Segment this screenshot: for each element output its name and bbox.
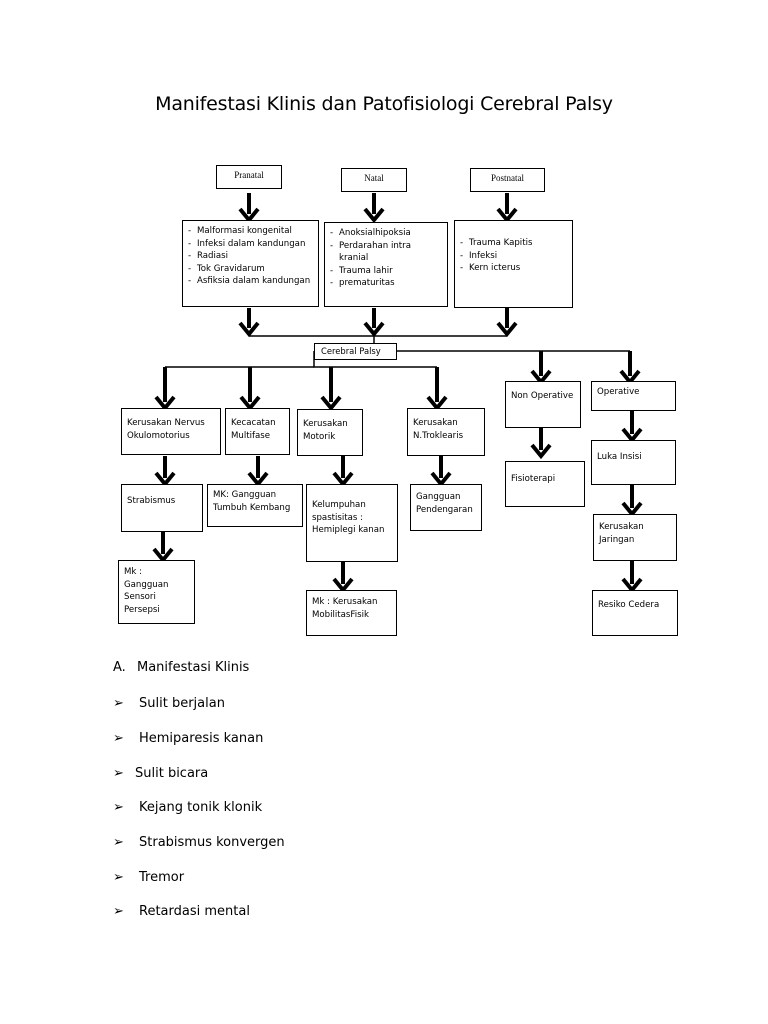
list-item: ➢Strabismus konvergen bbox=[113, 835, 285, 850]
pranatal-causes-box: Malformasi kongenitalInfeksi dalam kandu… bbox=[182, 220, 319, 307]
natal-box: Natal bbox=[341, 168, 407, 192]
list-item: ➢Hemiparesis kanan bbox=[113, 731, 264, 746]
page-title: Manifestasi Klinis dan Patofisiologi Cer… bbox=[155, 93, 613, 115]
mk-tumbuh-box: MK: Gangguan Tumbuh Kembang bbox=[207, 484, 303, 527]
section-heading-text: Manifestasi Klinis bbox=[137, 660, 250, 675]
cause-item: Asfiksia dalam kandungan bbox=[188, 275, 313, 288]
manifestasi-heading: A. Manifestasi Klinis bbox=[113, 660, 249, 675]
arrow-bullet-icon: ➢ bbox=[113, 904, 124, 919]
list-item: ➢Kejang tonik klonik bbox=[113, 800, 263, 815]
mk-sensori-box: Mk : Gangguan Sensori Persepsi bbox=[118, 560, 195, 624]
natal-causes-list: AnoksialhipoksiaPerdarahan intra kranial… bbox=[330, 227, 442, 290]
arrow-bullet-icon: ➢ bbox=[113, 696, 124, 711]
kerusakan-troklearis-box: Kerusakan N.Troklearis bbox=[407, 408, 485, 456]
cause-item: Tok Gravidarum bbox=[188, 263, 313, 276]
kerusakan-motorik-box: Kerusakan Motorik bbox=[297, 409, 363, 456]
cause-item: Trauma lahir bbox=[330, 265, 442, 278]
cause-item: Anoksialhipoksia bbox=[330, 227, 442, 240]
section-marker: A. bbox=[113, 660, 126, 675]
kelumpuhan-box: Kelumpuhan spastisitas : Hemiplegi kanan bbox=[306, 484, 398, 562]
arrow-bullet-icon: ➢ bbox=[113, 835, 124, 850]
flowchart-connectors bbox=[152, 193, 643, 594]
cause-item: Perdarahan intra kranial bbox=[330, 240, 442, 265]
arrow-bullet-icon: ➢ bbox=[113, 800, 124, 815]
fisioterapi-box: Fisioterapi bbox=[505, 461, 585, 507]
kecacatan-box: Kecacatan Multifase bbox=[225, 408, 290, 455]
pranatal-box: Pranatal bbox=[216, 165, 282, 189]
cause-item: Radiasi bbox=[188, 250, 313, 263]
postnatal-causes-box: Trauma KapitisInfeksiKern icterus bbox=[454, 220, 573, 308]
resiko-cedera-box: Resiko Cedera bbox=[592, 590, 678, 636]
cause-item: Kern icterus bbox=[460, 262, 567, 275]
natal-causes-box: AnoksialhipoksiaPerdarahan intra kranial… bbox=[324, 222, 448, 307]
arrow-bullet-icon: ➢ bbox=[113, 731, 124, 746]
cause-item: Malformasi kongenital bbox=[188, 225, 313, 238]
luka-insisi-box: Luka Insisi bbox=[591, 440, 676, 485]
arrow-bullet-icon: ➢ bbox=[113, 766, 124, 781]
pranatal-causes-list: Malformasi kongenitalInfeksi dalam kandu… bbox=[188, 225, 313, 288]
list-item: ➢Sulit berjalan bbox=[113, 696, 225, 711]
list-item: ➢Tremor bbox=[113, 870, 185, 885]
cause-item: Infeksi bbox=[460, 250, 567, 263]
non-operative-box: Non Operative bbox=[505, 381, 581, 428]
cause-item: Infeksi dalam kandungan bbox=[188, 238, 313, 251]
strabismus-box: Strabismus bbox=[121, 484, 203, 532]
operative-box: Operative bbox=[591, 381, 676, 411]
cause-item: Trauma Kapitis bbox=[460, 237, 567, 250]
postnatal-causes-list: Trauma KapitisInfeksiKern icterus bbox=[460, 237, 567, 275]
cause-item: prematuritas bbox=[330, 277, 442, 290]
postnatal-box: Postnatal bbox=[470, 168, 545, 192]
list-item: ➢Retardasi mental bbox=[113, 904, 250, 919]
mk-mobilitas-box: Mk : Kerusakan MobilitasFisik bbox=[306, 590, 397, 636]
gangguan-pendengaran-box: Gangguan Pendengaran bbox=[410, 484, 482, 531]
kerusakan-jaringan-box: Kerusakan Jaringan bbox=[593, 514, 677, 561]
arrow-bullet-icon: ➢ bbox=[113, 870, 124, 885]
list-item: ➢Sulit bicara bbox=[113, 766, 209, 781]
cerebral-palsy-box: Cerebral Palsy bbox=[314, 343, 397, 360]
kerusakan-nervus-box: Kerusakan Nervus Okulomotorius bbox=[121, 408, 221, 455]
